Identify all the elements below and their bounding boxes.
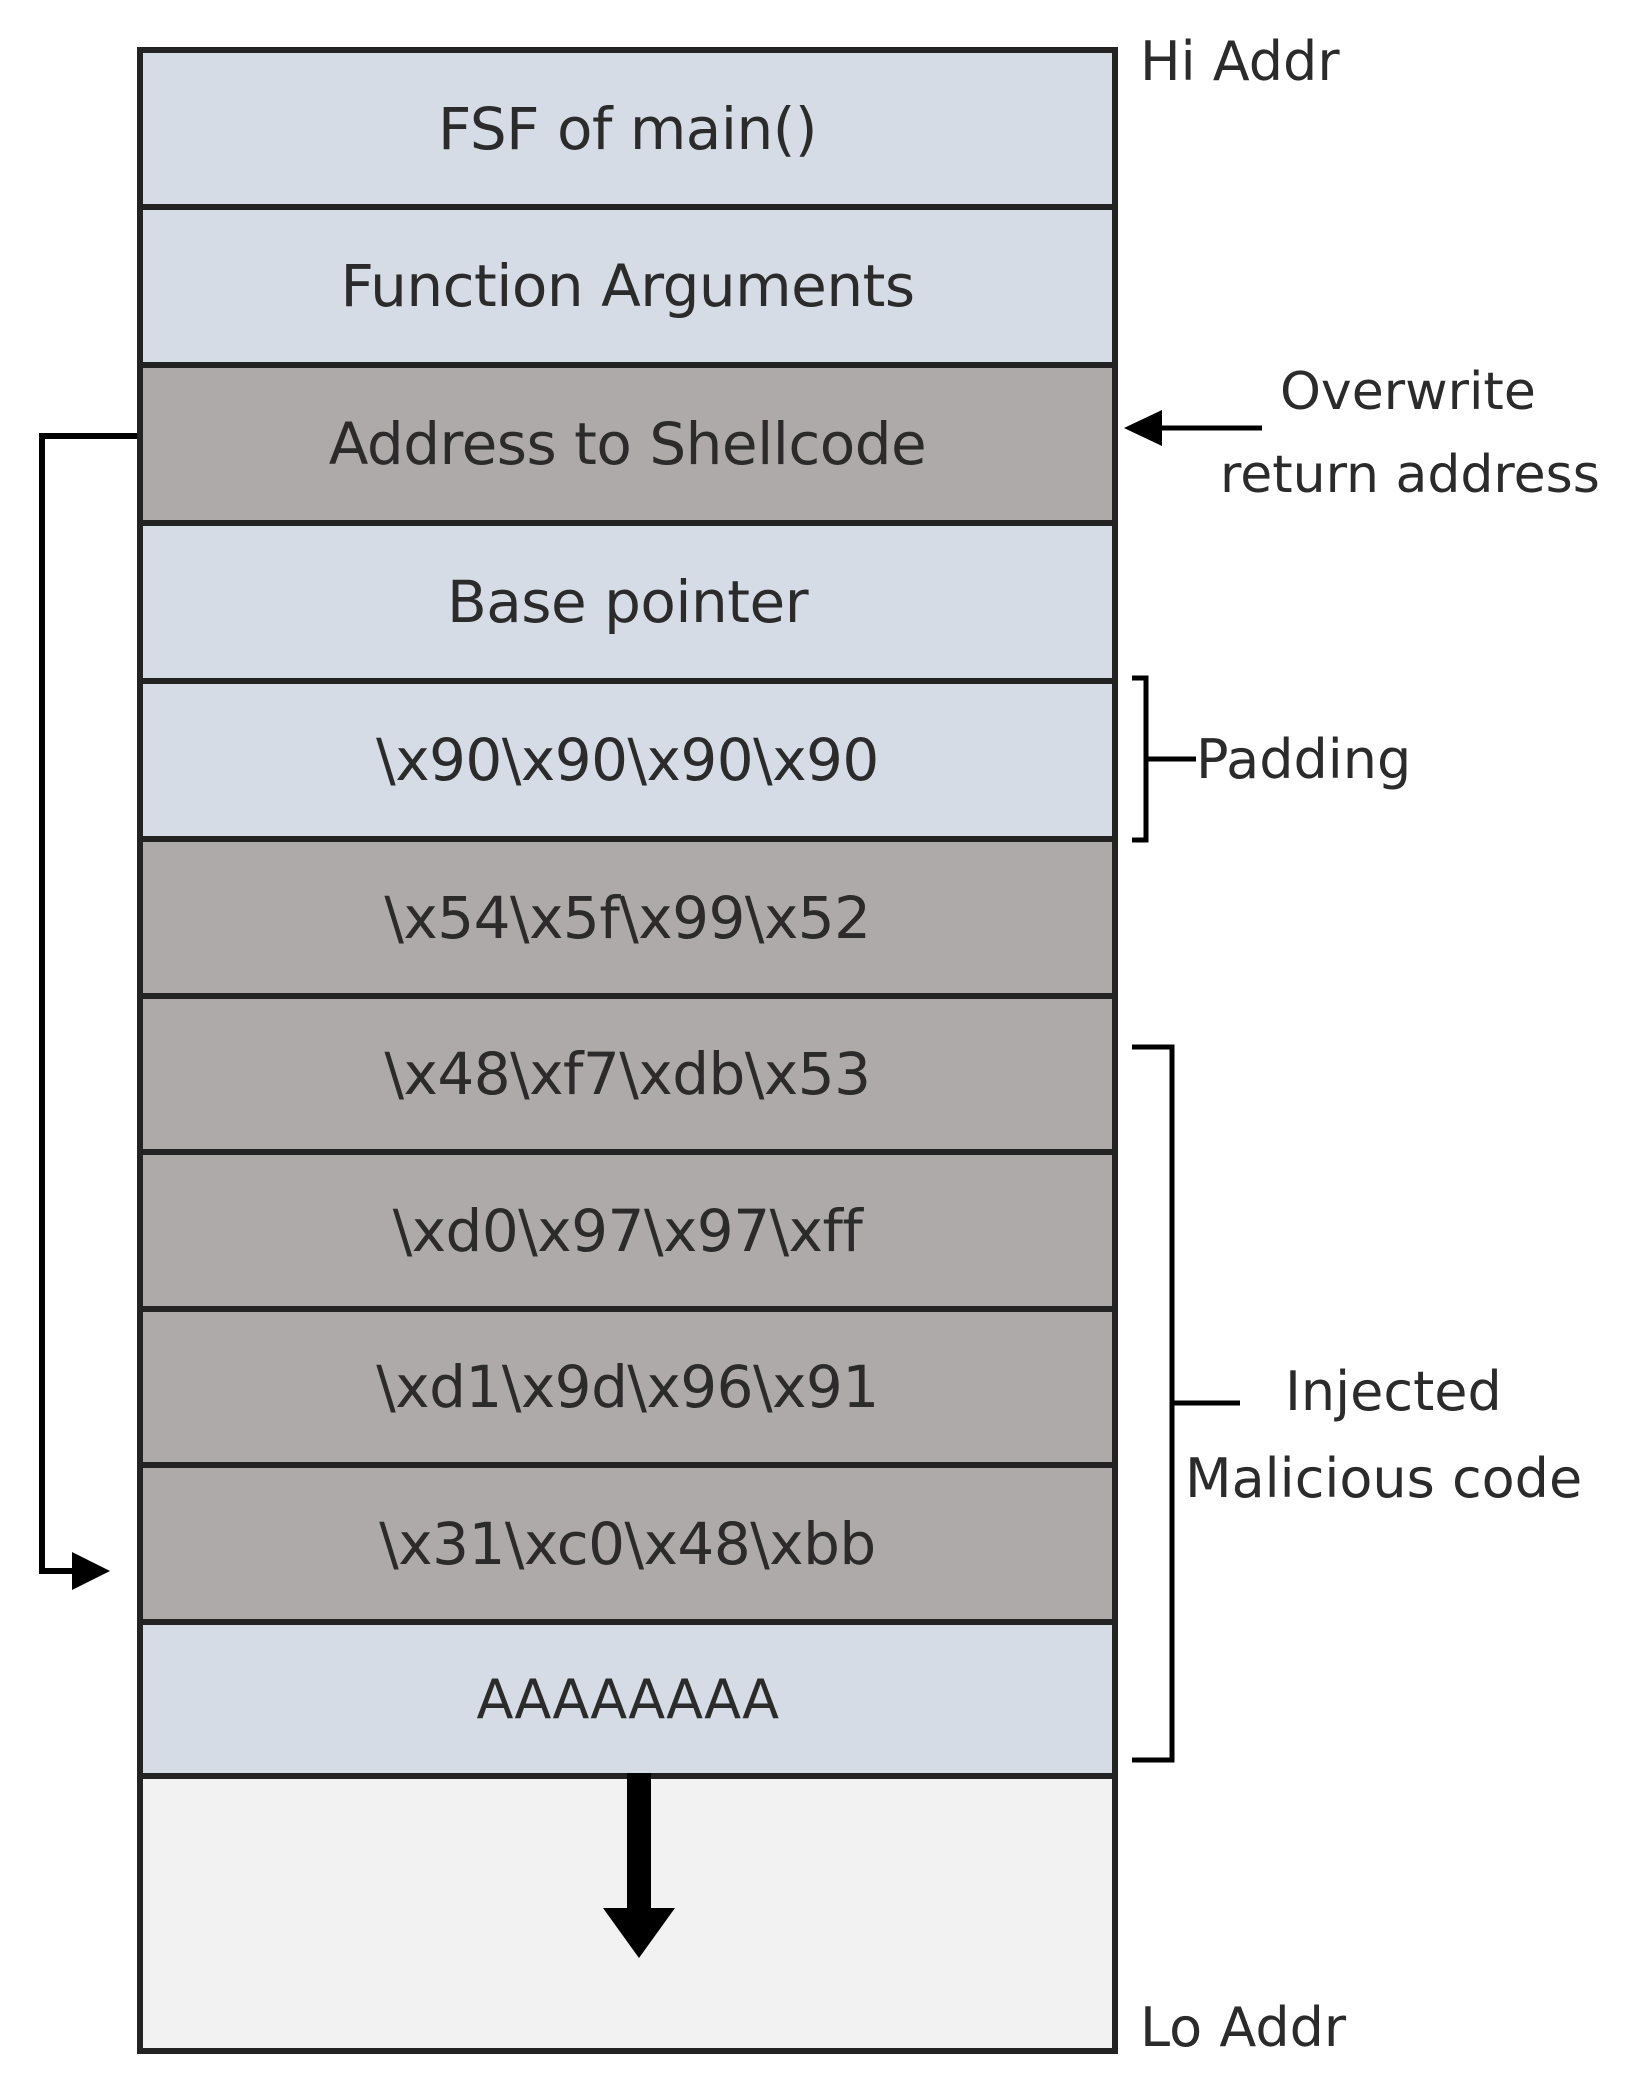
stack-padding-bytes-label: \x90\x90\x90\x90 (376, 726, 879, 794)
stack-filler-bytes-label: AAAAAAAA (476, 1667, 779, 1731)
stack-growth-arrow-shaft (627, 1773, 651, 1919)
stack-shellcode-row-2: \x48\xf7\xdb\x53 (137, 993, 1118, 1155)
stack-base-pointer: Base pointer (137, 520, 1118, 684)
stack-padding-bytes: \x90\x90\x90\x90 (137, 678, 1118, 842)
stack-shellcode-row-4: \xd1\x9d\x96\x91 (137, 1306, 1118, 1468)
overwrite-arrow-head (1124, 410, 1162, 446)
padding-label: Padding (1196, 728, 1412, 791)
jump-to-shellcode-line (39, 433, 137, 1574)
injected-code-bracket (1132, 1044, 1175, 1763)
overwrite-label-line2: return address (1220, 445, 1600, 505)
lo-addr-label: Lo Addr (1140, 1996, 1347, 2059)
stack-shellcode-row-5-label: \x31\xc0\x48\xbb (379, 1509, 876, 1578)
stack-shellcode-row-3: \xd0\x97\x97\xff (137, 1149, 1118, 1312)
stack-shellcode-row-2-label: \x48\xf7\xdb\x53 (384, 1040, 871, 1108)
stack-base-pointer-label: Base pointer (446, 568, 809, 636)
injected-label-line2: Malicious code (1185, 1447, 1583, 1510)
hi-addr-label: Hi Addr (1140, 30, 1340, 93)
injected-label-line1: Injected (1285, 1360, 1502, 1423)
overwrite-label-line1: Overwrite (1280, 362, 1536, 422)
stack-return-address-label: Address to Shellcode (328, 410, 927, 478)
stack-frame-main-label: FSF of main() (438, 94, 817, 163)
stack-return-address: Address to Shellcode (137, 362, 1118, 526)
stack-growth-arrow-head (603, 1908, 675, 1958)
jump-to-shellcode-arrow-head (72, 1552, 110, 1590)
padding-bracket (1132, 675, 1149, 843)
stack-function-arguments-label: Function Arguments (340, 252, 915, 320)
stack-frame-main: FSF of main() (137, 47, 1118, 210)
stack-shellcode-row-1: \x54\x5f\x99\x52 (137, 836, 1118, 999)
stack-shellcode-row-4-label: \xd1\x9d\x96\x91 (376, 1353, 879, 1421)
stack-shellcode-row-1-label: \x54\x5f\x99\x52 (384, 883, 871, 952)
stack-shellcode-row-3-label: \xd0\x97\x97\xff (392, 1196, 863, 1265)
stack-shellcode-row-5: \x31\xc0\x48\xbb (137, 1462, 1118, 1625)
